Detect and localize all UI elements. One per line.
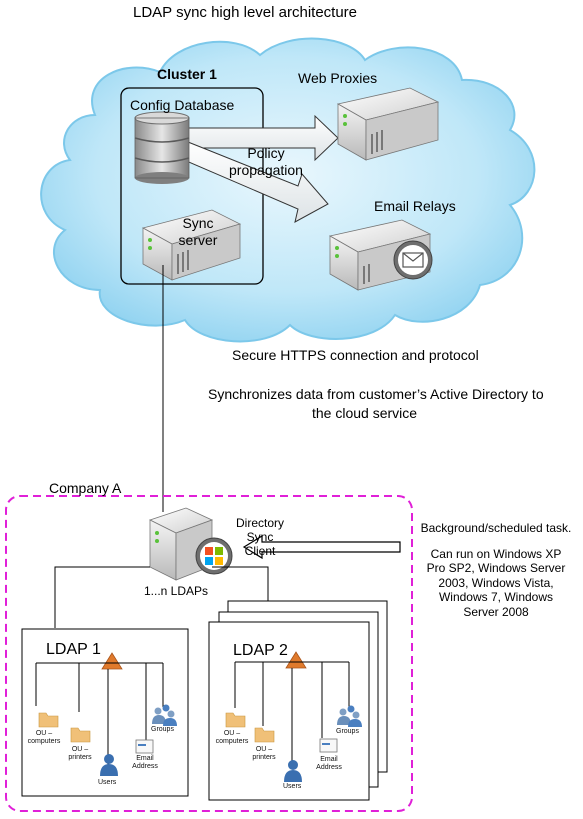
dsc-label-line1: Directory: [235, 516, 284, 530]
group-icon: [337, 705, 362, 727]
connection-line1: Secure HTTPS connection and protocol: [232, 347, 479, 363]
ldap1-tree: [35, 652, 177, 776]
tree-line: [54, 566, 150, 628]
user-icon: [284, 760, 302, 782]
triangle-icon: [285, 651, 307, 669]
ldap2-ou-printers-line2: printers: [252, 754, 276, 761]
ldap1-email-line1: Email: [136, 755, 154, 762]
side-note-line1: Background/scheduled task.: [420, 521, 572, 535]
database-icon: [134, 111, 190, 184]
cluster-label: Cluster 1: [157, 66, 217, 82]
sync-label-line1: Sync: [182, 215, 214, 231]
side-note-line6: Server 2008: [463, 604, 529, 619]
connection-line2: Synchronizes data from customer’s Active…: [208, 386, 544, 402]
ldap2-email-label: Email Address: [312, 756, 346, 772]
ldap2-ou-computers-line2: computers: [215, 738, 249, 745]
server-icon: [141, 209, 242, 281]
email-server-icon: [328, 219, 433, 291]
group-icon: [152, 704, 177, 726]
ldap1-users-label: Users: [98, 779, 117, 786]
arrow-icon: [183, 141, 329, 223]
side-note-line4: 2003, Windows Vista,: [438, 575, 554, 590]
ldap1-title: LDAP 1: [46, 641, 101, 658]
server-icon: [336, 87, 440, 161]
company-label: Company A: [49, 480, 122, 496]
arrow-icon: [184, 114, 339, 162]
folder-icon: [38, 712, 59, 728]
windows-server-icon: [148, 507, 233, 581]
folder-icon: [225, 712, 246, 728]
folder-icon: [70, 727, 91, 743]
side-note: Background/scheduled task. Can run on Wi…: [408, 521, 583, 619]
ldap1-ou-printers-label: OU – printers: [64, 746, 96, 762]
ldap1-groups-label: Groups: [151, 726, 174, 733]
sync-label-line2: server: [178, 232, 218, 248]
config-db-label: Config Database: [130, 97, 235, 113]
dsc-label-line2: Sync: [246, 530, 274, 544]
ldap1-email-line2: Address: [132, 763, 158, 770]
envelope-icon: [135, 739, 154, 754]
sync-server-label: Sync server: [166, 215, 230, 249]
ldap2-groups-label: Groups: [336, 728, 359, 735]
ldap1-ou-printers-line2: printers: [68, 754, 92, 761]
envelope-icon: [319, 738, 338, 753]
ldap1-ou-printers-line1: OU –: [71, 746, 89, 753]
web-proxies-label: Web Proxies: [298, 70, 378, 86]
diagram-title: LDAP sync high level architecture: [133, 4, 358, 21]
ldap1-ou-computers-label: OU – computers: [26, 730, 62, 746]
ldap1-ou-computers-line2: computers: [27, 738, 61, 745]
ldap2-tree: [225, 651, 362, 782]
connection-line3: the cloud service: [312, 405, 418, 421]
user-icon: [100, 754, 118, 776]
ldap2-title: LDAP 2: [233, 642, 288, 659]
email-relays-label: Email Relays: [374, 198, 456, 214]
dsc-label-line3: Client: [244, 544, 276, 558]
triangle-icon: [101, 652, 123, 670]
ldap1-email-label: Email Address: [128, 755, 162, 771]
side-note-line3: Pro SP2, Windows Server: [426, 561, 566, 575]
policy-label: Policy propagation: [222, 145, 310, 179]
ldap2-email-line1: Email: [320, 756, 338, 763]
arrow-icon: [242, 534, 401, 560]
ldap2-email-line2: Address: [316, 764, 342, 771]
side-note-line5: Windows 7, Windows: [438, 590, 554, 604]
policy-label-line1: Policy: [247, 145, 285, 161]
ldap2-ou-printers-label: OU – printers: [248, 746, 280, 762]
ldap1-ou-computers-line1: OU –: [35, 730, 53, 737]
ldap2-ou-computers-label: OU – computers: [214, 730, 250, 746]
ldap2-users-label: Users: [283, 783, 302, 790]
ldap2-ou-printers-line1: OU –: [255, 746, 273, 753]
ldap2-ou-computers-line1: OU –: [223, 730, 241, 737]
folder-icon: [254, 727, 275, 743]
policy-label-line2: propagation: [229, 162, 303, 178]
ldaps-label: 1...n LDAPs: [144, 584, 209, 598]
company-box: [5, 495, 413, 812]
side-note-line2: Can run on Windows XP: [430, 546, 562, 561]
dsc-label: Directory Sync Client: [226, 516, 294, 558]
